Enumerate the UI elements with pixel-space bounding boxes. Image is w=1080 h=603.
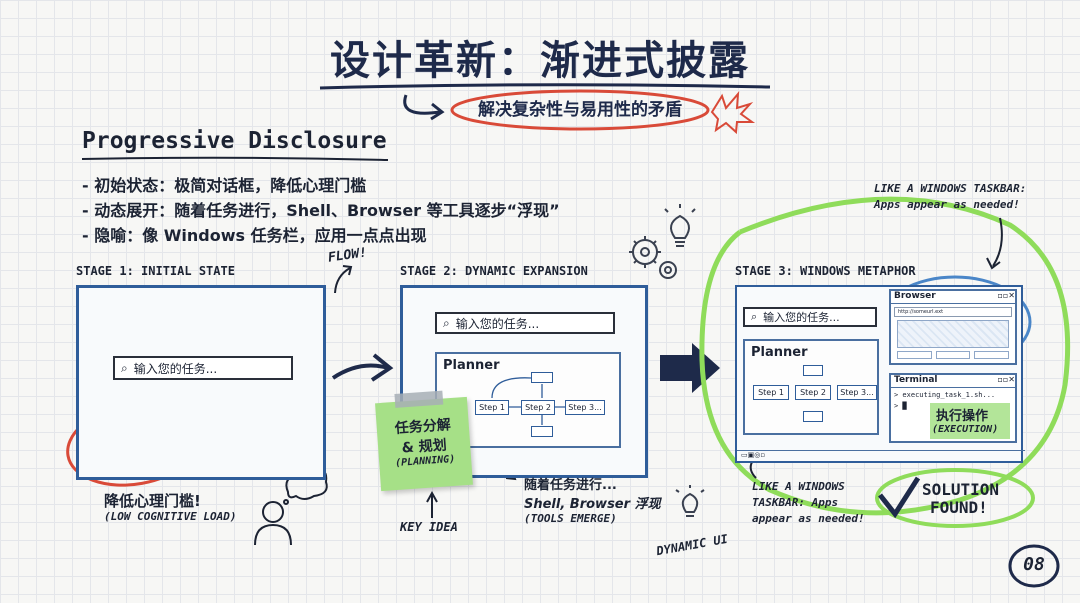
- stage2-window: ⌕ 输入您的任务... Planner Step 1 Step 2 Step 3…: [400, 285, 648, 478]
- terminal-titlebar: Terminal ▫▫✕: [891, 375, 1015, 388]
- taskbar-note-arrow: [992, 217, 1003, 267]
- taskbar-note-line2: Apps appear as needed!: [874, 198, 1020, 211]
- stage3-step-2: Step 2: [795, 385, 831, 400]
- planner-node-top: [803, 365, 823, 376]
- subtitle-arrow: [403, 94, 441, 115]
- execution-label: 执行操作: [936, 409, 989, 424]
- bottom-note-line2: TASKBAR: Apps: [752, 496, 839, 509]
- heading-underline: [81, 156, 389, 161]
- sticky-tape: [394, 390, 444, 408]
- stage3-planner-panel: Planner Step 1 Step 2 Step 3...: [743, 339, 879, 435]
- page-number-circle: [1008, 544, 1060, 588]
- stage3-green-circle: [699, 196, 1071, 516]
- execution-highlight: [930, 403, 1010, 439]
- stage1-to-stage2-arrow: [331, 363, 389, 380]
- terminal-line2: > █: [894, 402, 907, 410]
- solution-line2: FOUND!: [930, 498, 988, 517]
- starburst-icon: [710, 91, 756, 135]
- slide-subtitle: 解决复杂性与易用性的矛盾: [478, 100, 682, 120]
- stage1-caption: 降低心理门槛!: [104, 492, 201, 510]
- title-underline: [319, 83, 771, 90]
- stage3-search-placeholder: 输入您的任务...: [763, 311, 840, 324]
- browser-window[interactable]: Browser ▫▫✕ http://someurl.ext: [889, 289, 1017, 365]
- solution-green-oval: [875, 468, 1035, 528]
- execution-sub: (EXECUTION): [932, 424, 999, 435]
- stage1-window: ⌕ 输入您的任务...: [76, 285, 326, 480]
- stage1-caption-sub: (LOW COGNITIVE LOAD): [104, 510, 237, 523]
- browser-titlebar: Browser ▫▫✕: [891, 291, 1015, 304]
- lightbulb-small-icon: [675, 485, 705, 517]
- stage2-search-placeholder: 输入您的任务...: [455, 316, 540, 331]
- bottom-note-arrow: [749, 461, 757, 479]
- browser-url-bar[interactable]: http://someurl.ext: [894, 307, 1012, 317]
- window-controls-icon[interactable]: ▫▫✕: [997, 291, 1015, 300]
- stage3-search-input[interactable]: ⌕ 输入您的任务...: [743, 307, 877, 327]
- stage3-planner-title: Planner: [751, 345, 808, 360]
- stage3-label: STAGE 3: WINDOWS METAPHOR: [735, 264, 916, 278]
- lightbulb-icon: [664, 204, 696, 247]
- gears-icon: [629, 236, 677, 279]
- stage2-label: STAGE 2: DYNAMIC EXPANSION: [400, 264, 588, 278]
- planner-node-bottom: [803, 411, 823, 422]
- stage3-step-3: Step 3...: [837, 385, 877, 400]
- bullet-dynamic-expansion: - 动态展开：随着任务进行，Shell、Browser 等工具逐步“浮现”: [82, 201, 560, 220]
- check-icon: [878, 476, 921, 519]
- planner-connectors: [491, 377, 565, 425]
- terminal-title: Terminal: [894, 375, 938, 385]
- planning-sticky-note: 任务分解 & 规划 (PLANNING): [375, 390, 473, 492]
- window-controls-icon[interactable]: ▫▫✕: [997, 375, 1015, 384]
- planner-node-top: [531, 372, 553, 383]
- stage1-search-input[interactable]: ⌕ 输入您的任务...: [113, 356, 293, 380]
- taskbar-icons[interactable]: ▭▣◎▫: [741, 451, 766, 459]
- browser-title: Browser: [894, 291, 936, 301]
- search-icon: ⌕: [751, 310, 758, 323]
- page-number: 08: [1023, 554, 1045, 575]
- bottom-note-line1: LIKE A WINDOWS: [752, 480, 845, 493]
- stage3-step-1: Step 1: [753, 385, 789, 400]
- bullet-initial-state: - 初始状态：极简对话框，降低心理门槛: [82, 176, 367, 195]
- search-icon: ⌕: [443, 315, 450, 330]
- bullet-metaphor: - 隐喻：像 Windows 任务栏，应用一点点出现: [82, 226, 427, 245]
- taskbar: ▭▣◎▫: [737, 450, 1025, 461]
- planner-step-2: Step 2: [521, 400, 555, 415]
- planner-node-bottom: [531, 426, 553, 437]
- taskbar-note-line1: LIKE A WINDOWS TASKBAR:: [874, 182, 1027, 195]
- stage2-to-stage3-arrow: [660, 343, 720, 393]
- slide-title: 设计革新：渐进式披露: [330, 38, 750, 84]
- tools-emerge-line1: 随着任务进行...: [524, 478, 617, 493]
- tools-emerge-line3: (TOOLS EMERGE): [524, 512, 617, 525]
- planner-step-1: Step 1: [475, 400, 509, 415]
- stage2-planner-title: Planner: [443, 358, 500, 373]
- stage2-search-input[interactable]: ⌕ 输入您的任务...: [435, 312, 615, 334]
- subtitle-red-oval: [450, 89, 710, 131]
- tools-emerge-line2: Shell, Browser 浮现: [524, 497, 661, 512]
- solution-line1: SOLUTION: [922, 480, 1000, 499]
- stage1-search-placeholder: 输入您的任务...: [133, 361, 218, 376]
- bottom-note-line3: appear as needed!: [752, 512, 865, 525]
- key-idea-label: KEY IDEA: [400, 520, 458, 534]
- search-icon: ⌕: [121, 360, 128, 375]
- terminal-line1: > executing_task_1.sh...: [894, 391, 996, 399]
- progressive-disclosure-heading: Progressive Disclosure: [82, 128, 387, 154]
- browser-content-blocks: [897, 351, 1010, 359]
- flow-arrow: [334, 267, 351, 294]
- stage1-label: STAGE 1: INITIAL STATE: [76, 264, 235, 278]
- planner-step-3: Step 3...: [565, 400, 605, 415]
- browser-content-image: [897, 320, 1009, 348]
